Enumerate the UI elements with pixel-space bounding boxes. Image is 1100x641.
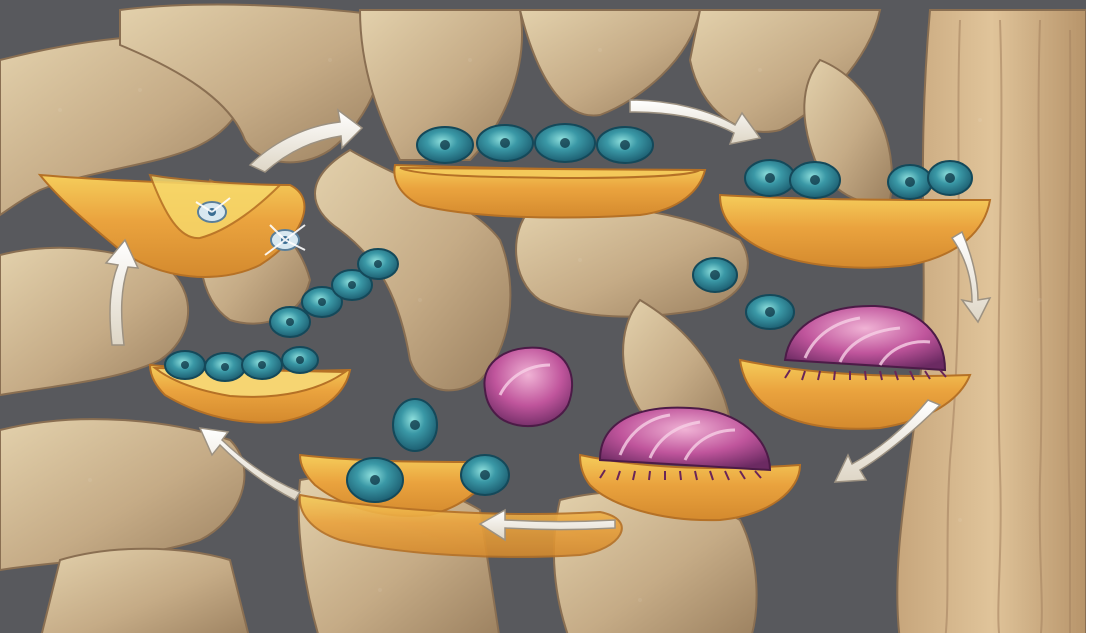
right-border	[1086, 0, 1100, 641]
bottom-border	[0, 633, 1100, 641]
